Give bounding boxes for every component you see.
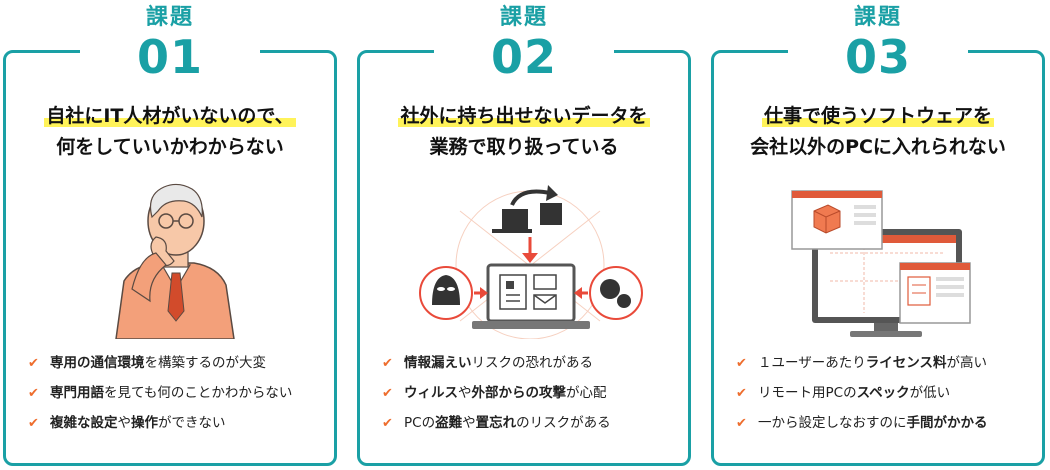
- check-icon: ✔: [28, 386, 39, 401]
- issue-list: ✔１ユーザーあたりライセンス料が高い ✔リモート用PCのスペックが低い ✔一から…: [736, 353, 1034, 443]
- list-item: ✔リモート用PCのスペックが低い: [736, 383, 1034, 404]
- confused-man-illustration: [6, 181, 334, 340]
- issue-list: ✔情報漏えいリスクの恐れがある ✔ウィルスや外部からの攻撃が心配 ✔PCの盗難や…: [382, 353, 680, 443]
- list-item: ✔情報漏えいリスクの恐れがある: [382, 353, 680, 374]
- issue-heading-02: 課題 02: [434, 0, 614, 92]
- list-item: ✔専門用語を見ても何のことかわからない: [28, 383, 326, 404]
- list-item: ✔１ユーザーあたりライセンス料が高い: [736, 353, 1034, 374]
- check-icon: ✔: [736, 356, 747, 371]
- list-item: ✔ウィルスや外部からの攻撃が心配: [382, 383, 680, 404]
- issue-card-02: 社外に持ち出せないデータを 業務で取り扱っている: [357, 50, 691, 466]
- check-icon: ✔: [736, 416, 747, 431]
- list-item: ✔PCの盗難や置忘れのリスクがある: [382, 413, 680, 434]
- issue-title: 仕事で使うソフトウェアを 会社以外のPCに入れられない: [750, 105, 1006, 158]
- issue-card-01: 自社にIT人材がいないので、 何をしていいかわからない ✔専: [3, 50, 337, 466]
- issue-title: 社外に持ち出せないデータを 業務で取り扱っている: [398, 105, 650, 158]
- issue-title: 自社にIT人材がいないので、 何をしていいかわからない: [44, 105, 296, 158]
- issue-heading-03: 課題 03: [788, 0, 968, 92]
- issue-list: ✔専用の通信環境を構築するのが大変 ✔専門用語を見ても何のことかわからない ✔複…: [28, 353, 326, 443]
- check-icon: ✔: [28, 416, 39, 431]
- check-icon: ✔: [382, 356, 393, 371]
- issue-heading-01: 課題 01: [80, 0, 260, 92]
- check-icon: ✔: [382, 386, 393, 401]
- software-windows-illustration: [714, 181, 1042, 339]
- list-item: ✔複雑な設定や操作ができない: [28, 413, 326, 434]
- check-icon: ✔: [28, 356, 39, 371]
- security-threat-illustration: [360, 181, 688, 340]
- list-item: ✔一から設定しなおすのに手間がかかる: [736, 413, 1034, 434]
- check-icon: ✔: [736, 386, 747, 401]
- issue-card-03: 仕事で使うソフトウェアを 会社以外のPCに入れられない: [711, 50, 1045, 466]
- check-icon: ✔: [382, 416, 393, 431]
- list-item: ✔専用の通信環境を構築するのが大変: [28, 353, 326, 374]
